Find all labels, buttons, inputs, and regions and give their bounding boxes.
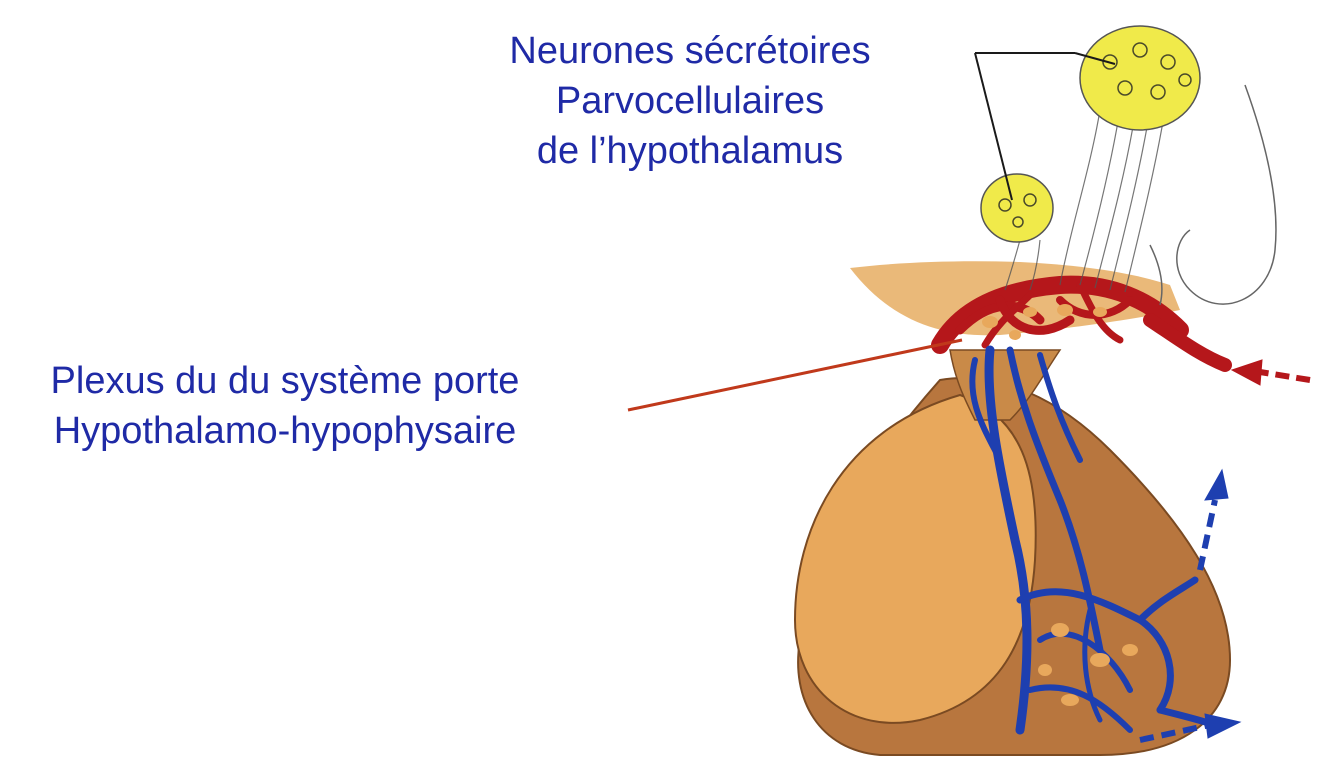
plexus-pointer-line xyxy=(628,340,962,410)
neuron-cluster-large xyxy=(1080,26,1200,130)
neuron-cluster-small xyxy=(981,174,1053,242)
red-inflow-arrow xyxy=(1232,360,1310,385)
